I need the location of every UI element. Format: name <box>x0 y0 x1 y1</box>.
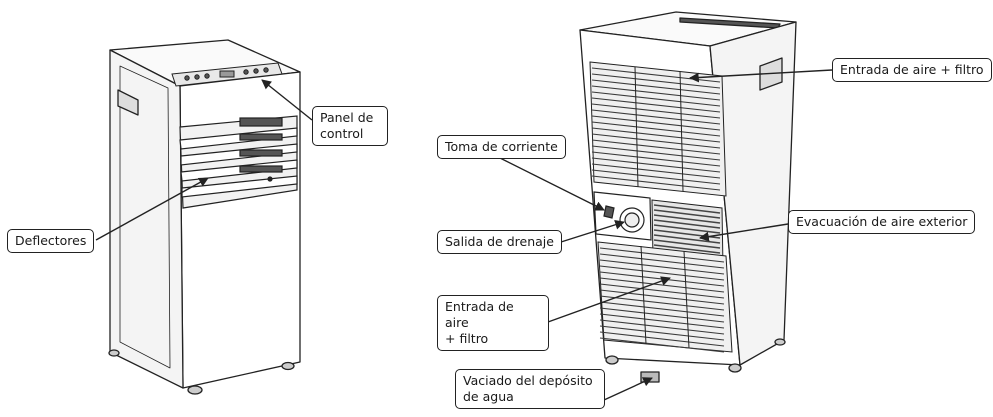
label-panel-de-control: Panel de control <box>312 106 388 146</box>
lower-grille-slat <box>599 337 725 353</box>
upper-grille-slat <box>591 151 721 167</box>
leader-evacuacion <box>699 223 789 242</box>
upper-grille-slat <box>591 169 721 185</box>
lower-grille-slat <box>599 319 725 335</box>
lower-grille-slat <box>599 331 725 347</box>
exhaust-grille-slat <box>653 224 721 234</box>
upper-filter-grille <box>589 61 727 197</box>
label-toma-de-corriente: Toma de corriente <box>437 135 566 159</box>
upper-grille-slat <box>591 103 721 119</box>
exhaust-grille-slat <box>653 204 721 214</box>
label-entrada-de-aire-filtro-superior: Entrada de aire + filtro <box>832 58 992 82</box>
exhaust-grille-slat <box>653 219 721 229</box>
upper-grille-slat <box>591 127 721 143</box>
leader-toma-corriente <box>499 157 605 211</box>
lower-grille-slat <box>599 247 725 263</box>
leader-deflectores <box>95 177 209 241</box>
upper-grille-slat <box>591 133 721 149</box>
lower-grille-slat <box>599 265 725 281</box>
label-vaciado-del-deposito: Vaciado del depósito de agua <box>455 369 605 409</box>
lower-grille-slat <box>599 289 725 305</box>
lower-grille-slat <box>599 283 725 299</box>
upper-grille-slat <box>591 157 721 173</box>
upper-grille-slat <box>591 91 721 107</box>
leader-salida-drenaje <box>560 219 625 243</box>
leader-panel-control <box>261 79 313 121</box>
front-louvers <box>179 115 298 209</box>
upper-grille-slat <box>591 79 721 95</box>
upper-grille-slat <box>591 115 721 131</box>
upper-grille-slat <box>591 175 721 191</box>
lower-grille-slat <box>599 295 725 311</box>
upper-grille-slat <box>591 97 721 113</box>
upper-grille-slat <box>591 85 721 101</box>
upper-grille-slat <box>591 139 721 155</box>
label-salida-de-drenaje: Salida de drenaje <box>437 230 562 254</box>
leader-entrada-abajo <box>547 276 671 323</box>
upper-grille-slat <box>591 109 721 125</box>
exhaust-grille-slat <box>653 244 721 254</box>
lower-grille-slat <box>599 253 725 269</box>
leader-vaciado <box>603 377 653 401</box>
upper-grille-slat <box>591 73 721 89</box>
lower-grille-slat <box>599 307 725 323</box>
exhaust-grille-slat <box>653 239 721 249</box>
upper-grille-slat <box>591 145 721 161</box>
lower-grille-slat <box>599 259 725 275</box>
lower-grille-slat <box>599 313 725 329</box>
exhaust-grille-slat <box>653 234 721 244</box>
label-deflectores: Deflectores <box>7 229 95 253</box>
middle-panel <box>593 191 652 241</box>
upper-grille-slat <box>591 163 721 179</box>
label-entrada-de-aire-filtro-inferior: Entrada de aire + filtro <box>437 295 549 351</box>
lower-grille-slat <box>599 325 725 341</box>
exhaust-grille-slat <box>653 209 721 219</box>
leader-entrada-arriba <box>689 69 833 83</box>
front-control-panel <box>171 62 283 87</box>
label-evacuacion-de-aire-exterior: Evacuación de aire exterior <box>788 210 976 234</box>
upper-grille-slat <box>591 121 721 137</box>
exhaust-grille-slat <box>653 214 721 224</box>
lower-grille-slat <box>599 301 725 317</box>
